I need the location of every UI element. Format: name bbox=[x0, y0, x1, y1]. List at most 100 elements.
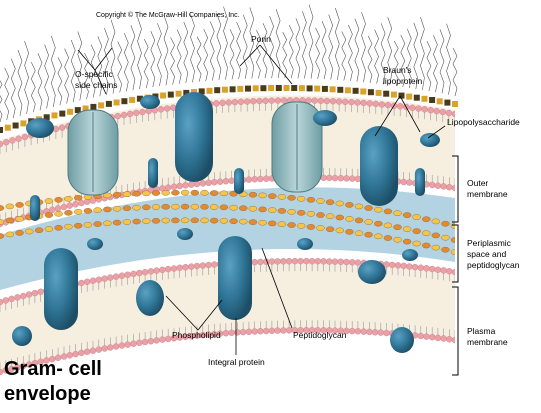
lps-block bbox=[383, 90, 390, 97]
outer-membrane-proteins bbox=[26, 92, 440, 221]
peptidoglycan-sugar bbox=[83, 221, 93, 228]
peptidoglycan-sugar bbox=[180, 217, 190, 224]
peptidoglycan-sugar bbox=[402, 226, 412, 232]
peptidoglycan-sugar bbox=[180, 203, 190, 210]
lipid-head bbox=[343, 175, 350, 182]
lipid-head bbox=[251, 258, 258, 266]
lipid-head bbox=[15, 135, 22, 142]
o-chain bbox=[242, 14, 248, 79]
peptidoglycan-sugar bbox=[219, 204, 229, 211]
lipid-head bbox=[147, 338, 155, 345]
lipid-head bbox=[326, 174, 333, 182]
lipid-head bbox=[371, 329, 379, 336]
lps-block bbox=[252, 85, 259, 92]
lipid-head bbox=[406, 263, 413, 270]
label-integral-protein: Integral protein bbox=[208, 357, 265, 367]
lps-block bbox=[206, 87, 213, 94]
region-periplasm-line2: space and bbox=[467, 249, 506, 259]
lipid-head bbox=[199, 180, 207, 187]
lipid-head bbox=[446, 268, 453, 275]
lipid-head bbox=[8, 365, 15, 373]
lipid-head bbox=[222, 330, 230, 337]
o-chain bbox=[97, 36, 103, 97]
lipid-head bbox=[377, 329, 384, 336]
lipid-head bbox=[234, 329, 241, 336]
peptidoglycan-sugar bbox=[5, 203, 15, 210]
peptidoglycan-sugar bbox=[431, 218, 440, 225]
lipid-head bbox=[164, 184, 172, 191]
o-chain bbox=[361, 12, 366, 83]
peptidoglycan-sugar bbox=[142, 204, 151, 211]
o-chain bbox=[123, 33, 129, 92]
integral-protein-4 bbox=[358, 260, 386, 284]
braun-lipoprotein-1 bbox=[148, 158, 158, 188]
peptidoglycan-sugar bbox=[93, 221, 102, 227]
o-chain bbox=[50, 35, 56, 107]
o-chain bbox=[367, 35, 373, 83]
o-chain bbox=[104, 27, 109, 96]
o-chain bbox=[196, 36, 202, 82]
lipid-head bbox=[274, 258, 281, 265]
lipid-head bbox=[297, 257, 304, 265]
peptidoglycan-sugar bbox=[354, 217, 364, 224]
lipid-head bbox=[213, 100, 220, 107]
lipid-head bbox=[429, 265, 436, 273]
peptidoglycan-sugar bbox=[422, 242, 431, 249]
lipid-head bbox=[268, 327, 276, 334]
peptidoglycan-sugar bbox=[345, 202, 354, 208]
peptidoglycan-sugar bbox=[0, 205, 5, 211]
lipid-head bbox=[423, 333, 430, 340]
lps-block bbox=[444, 99, 451, 106]
lps-block bbox=[314, 85, 321, 92]
peptidoglycan-sugar bbox=[54, 210, 63, 217]
lps-block bbox=[436, 98, 443, 105]
peptidoglycan-layer bbox=[0, 189, 460, 255]
o-chain bbox=[170, 37, 175, 85]
o-chain bbox=[17, 49, 23, 117]
lipid-head bbox=[285, 327, 293, 334]
lipid-head bbox=[126, 110, 134, 118]
lipid-head bbox=[429, 334, 436, 341]
peptidoglycan-sugar bbox=[83, 208, 93, 214]
integral-protein-2 bbox=[218, 236, 252, 320]
lps-block bbox=[221, 86, 228, 93]
peptidoglycan-sugar bbox=[374, 220, 383, 227]
label-brauns-line2: lipoprotein bbox=[383, 76, 422, 86]
peptidoglycan-sugar bbox=[393, 236, 402, 243]
peptidoglycan-sugar bbox=[180, 189, 190, 196]
o-chain bbox=[452, 47, 458, 97]
lps-block bbox=[129, 96, 136, 103]
o-chain bbox=[44, 44, 49, 109]
lipid-head bbox=[107, 274, 114, 281]
peptidoglycan-sugar bbox=[103, 206, 112, 213]
peptidoglycan-sugar bbox=[15, 216, 24, 222]
peptidoglycan-sugar bbox=[161, 217, 170, 224]
lipid-head bbox=[263, 327, 270, 335]
lipid-head bbox=[225, 99, 233, 106]
o-chain bbox=[393, 40, 399, 87]
lipid-head bbox=[21, 133, 29, 141]
lipid-head bbox=[245, 176, 253, 183]
peptidoglycan-sugar bbox=[200, 203, 209, 210]
lps-block bbox=[390, 91, 397, 98]
lipid-head bbox=[342, 98, 349, 106]
lipid-head bbox=[400, 178, 407, 186]
lps-block bbox=[375, 89, 382, 96]
o-chain bbox=[269, 15, 274, 79]
lipid-head bbox=[157, 106, 165, 113]
o-chain bbox=[64, 48, 69, 104]
peptidoglycan-sugar bbox=[112, 205, 122, 212]
o-chain bbox=[223, 6, 228, 80]
label-porin: Porin bbox=[251, 34, 271, 44]
peptidoglycan-sugar bbox=[142, 190, 151, 197]
lipid-head bbox=[285, 258, 293, 265]
o-chain bbox=[295, 18, 301, 79]
peptidoglycan-sugar bbox=[54, 196, 63, 203]
lps-block bbox=[429, 97, 436, 103]
lipid-head bbox=[250, 97, 257, 105]
lps-block bbox=[4, 124, 11, 131]
lipid-head bbox=[421, 106, 428, 113]
lps-block bbox=[175, 90, 182, 97]
lipid-head bbox=[54, 205, 62, 212]
lipid-head bbox=[343, 258, 350, 266]
